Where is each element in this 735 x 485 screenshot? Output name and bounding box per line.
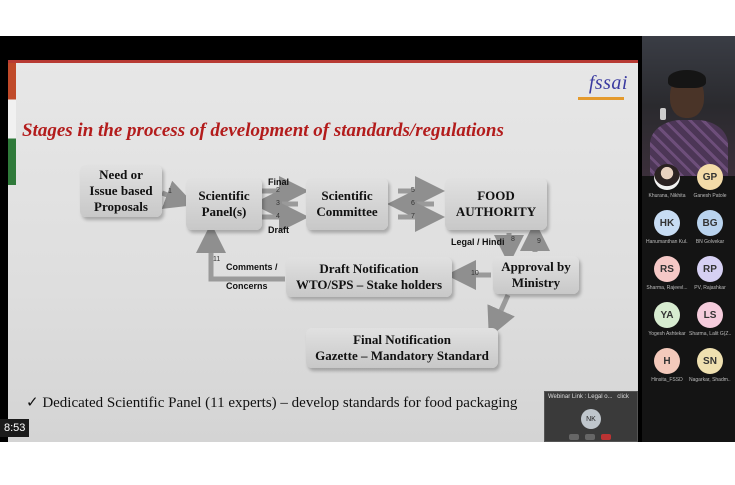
participant-avatar: BG xyxy=(697,210,723,236)
label-final: Final xyxy=(268,177,290,187)
participant-avatar: H xyxy=(654,348,680,374)
step-number: 4 xyxy=(276,213,280,220)
participant-avatar: RS xyxy=(654,256,680,282)
step-number: 2 xyxy=(276,187,280,194)
step-number: 7 xyxy=(411,213,415,220)
step-number: 10 xyxy=(471,270,479,277)
participant-avatar: GP xyxy=(697,164,723,190)
arrow-draft-to-panel xyxy=(196,223,285,282)
participant-avatar xyxy=(654,164,680,190)
box-approval-ministry: Approval by Ministry xyxy=(493,256,579,294)
flag-stripe xyxy=(8,63,16,185)
share-avatar: NK xyxy=(581,409,601,429)
label-draft: Draft xyxy=(268,225,290,235)
mic-button[interactable] xyxy=(569,434,579,440)
box-final-notification: Final Notification Gazette – Mandatory S… xyxy=(306,328,498,368)
participant-name: Sharma, Rajeevl... xyxy=(646,285,688,291)
slide-title: Stages in the process of development of … xyxy=(22,120,504,141)
box-need-proposals: Need or Issue based Proposals xyxy=(80,165,162,217)
logo-underline xyxy=(578,97,624,100)
participant-avatar: LS xyxy=(697,302,723,328)
participant-avatar: YA xyxy=(654,302,680,328)
label-legal-hindi: Legal / Hindi xyxy=(451,237,505,247)
participant-avatar: RP xyxy=(697,256,723,282)
participant-name: Hanumanthan Kul... xyxy=(646,239,688,245)
arrow-ministry-to-final xyxy=(487,293,515,338)
share-window-title: Webinar Link : Legal o... click xyxy=(548,394,629,400)
end-button[interactable] xyxy=(601,434,611,440)
box-scientific-committee: Scientific Committee xyxy=(306,178,388,230)
box-food-authority: FOOD AUTHORITY xyxy=(445,178,547,230)
box-draft-notification: Draft Notification WTO/SPS – Stake holde… xyxy=(286,257,452,297)
label-comments: Comments / xyxy=(226,262,278,272)
box-scientific-panel: Scientific Panel(s) xyxy=(186,178,262,230)
arrow-need-to-panel xyxy=(161,180,196,209)
participant-name: Khurana, Nikhita xyxy=(648,193,686,199)
participant-name: Ganesh Patole xyxy=(693,193,727,199)
speaker-hair xyxy=(668,70,706,88)
participant-avatar: HK xyxy=(654,210,680,236)
elapsed-time: 8:53 xyxy=(0,419,30,437)
step-number: 6 xyxy=(411,200,415,207)
headset-icon xyxy=(660,108,666,120)
participant-tile[interactable]: GP Ganesh Patole xyxy=(689,164,731,208)
label-concerns: Concerns xyxy=(226,281,268,291)
participant-name: PV, Rajashkar xyxy=(694,285,726,291)
participant-name: Yogesh Ashtekar xyxy=(648,331,686,337)
step-number: 1 xyxy=(168,188,172,195)
participant-tile[interactable]: RP PV, Rajashkar xyxy=(689,256,731,300)
speaker-video[interactable] xyxy=(642,36,735,176)
participant-tile[interactable]: HK Hanumanthan Kul... xyxy=(646,210,688,254)
participant-tile[interactable]: BG BN Golvekar xyxy=(689,210,731,254)
participant-name: Sharma, Lalit G(Z... xyxy=(689,331,731,337)
participant-tile[interactable]: H Hinsita_FSSD xyxy=(646,348,688,392)
camera-button[interactable] xyxy=(585,434,595,440)
step-number: 11 xyxy=(213,256,221,263)
step-number: 9 xyxy=(537,238,541,245)
participant-tile[interactable]: Khurana, Nikhita xyxy=(646,164,688,208)
fssai-logo: fssai xyxy=(588,72,628,94)
share-mini-window[interactable]: Webinar Link : Legal o... click NK xyxy=(544,391,638,442)
participant-tile[interactable]: YA Yogesh Ashtekar xyxy=(646,302,688,346)
participant-tile[interactable]: SN Nagarkar, Shadm... xyxy=(689,348,731,392)
step-number: 3 xyxy=(276,200,280,207)
flow-arrows xyxy=(161,176,550,338)
participant-tile[interactable]: LS Sharma, Lalit G(Z... xyxy=(689,302,731,346)
participant-name: Nagarkar, Shadm... xyxy=(689,377,731,383)
participant-avatar: SN xyxy=(697,348,723,374)
shared-slide: fssai Stages in the process of developme… xyxy=(8,60,638,442)
step-number: 8 xyxy=(511,236,515,243)
slide-top-bar xyxy=(8,60,638,63)
participant-tile[interactable]: RS Sharma, Rajeevl... xyxy=(646,256,688,300)
step-number: 5 xyxy=(411,187,415,194)
participant-name: Hinsita_FSSD xyxy=(651,377,683,383)
slide-bullet: ✓ Dedicated Scientific Panel (11 experts… xyxy=(26,395,518,411)
participant-name: BN Golvekar xyxy=(695,239,725,245)
